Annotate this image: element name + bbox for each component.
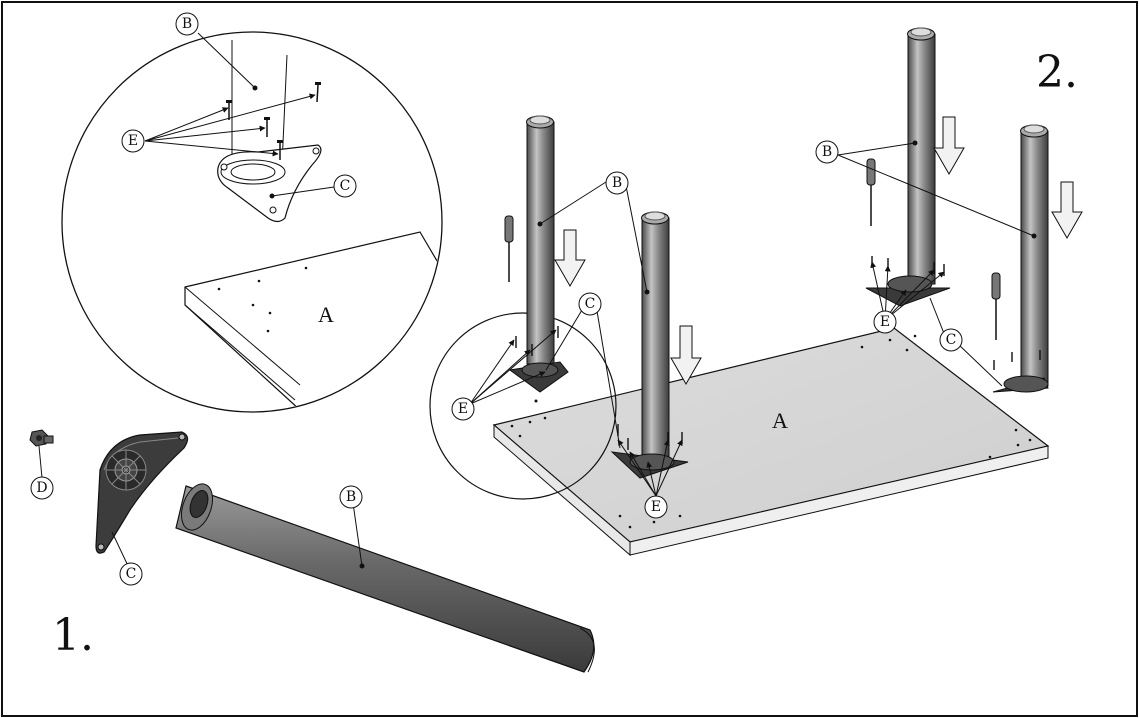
- callout-B-step1: B: [339, 485, 363, 509]
- label-A-detail: A: [318, 302, 334, 327]
- svg-text:C: C: [585, 296, 596, 312]
- svg-text:E: E: [128, 133, 138, 149]
- down-arrow-icon: [670, 325, 702, 386]
- callout-D: D: [30, 476, 54, 500]
- svg-text:C: C: [126, 566, 137, 582]
- tabletop-A: A: [492, 327, 1050, 557]
- part-C-bracket: [95, 431, 189, 571]
- screwdriver-icon: [866, 158, 876, 226]
- svg-text:B: B: [822, 144, 832, 160]
- svg-text:E: E: [458, 401, 468, 417]
- svg-text:C: C: [946, 332, 957, 348]
- detail-circle-step1: A: [61, 31, 443, 413]
- callout-E-front: E: [644, 495, 668, 519]
- leg-front-center: [610, 211, 689, 479]
- callout-C-front: C: [578, 292, 602, 316]
- part-D-bolt: [29, 429, 54, 479]
- callout-B-back: B: [815, 140, 839, 164]
- step-number-1: 1.: [52, 610, 94, 661]
- svg-text:B: B: [346, 489, 356, 505]
- screwdriver-icon: [991, 272, 1001, 340]
- callout-E-left: E: [451, 397, 475, 421]
- down-arrow-icon: [933, 116, 965, 176]
- callout-B-detail: B: [175, 12, 199, 36]
- callout-B-front: B: [605, 171, 629, 195]
- screwdriver-icon: [504, 215, 514, 282]
- down-arrow-icon: [554, 229, 586, 288]
- svg-text:B: B: [182, 16, 192, 32]
- svg-text:C: C: [340, 178, 351, 194]
- label-A-tabletop: A: [772, 408, 788, 433]
- step-number-2: 2.: [1036, 47, 1078, 98]
- callout-C-back: C: [939, 328, 963, 352]
- detail-circle-step2: [429, 312, 617, 500]
- callout-E-detail: E: [121, 129, 145, 153]
- callout-C-detail: C: [333, 174, 357, 198]
- callout-E-back: E: [873, 310, 897, 334]
- svg-text:B: B: [612, 175, 622, 191]
- leg-back-right: [992, 124, 1049, 393]
- svg-text:E: E: [651, 499, 661, 515]
- leg-front-left: [508, 115, 569, 403]
- svg-text:E: E: [880, 314, 890, 330]
- down-arrow-icon: [1051, 181, 1083, 240]
- part-B-leg-lying: [175, 483, 595, 673]
- leg-back-center: [865, 27, 951, 307]
- callout-C-step1: C: [119, 562, 143, 586]
- svg-text:D: D: [36, 480, 47, 496]
